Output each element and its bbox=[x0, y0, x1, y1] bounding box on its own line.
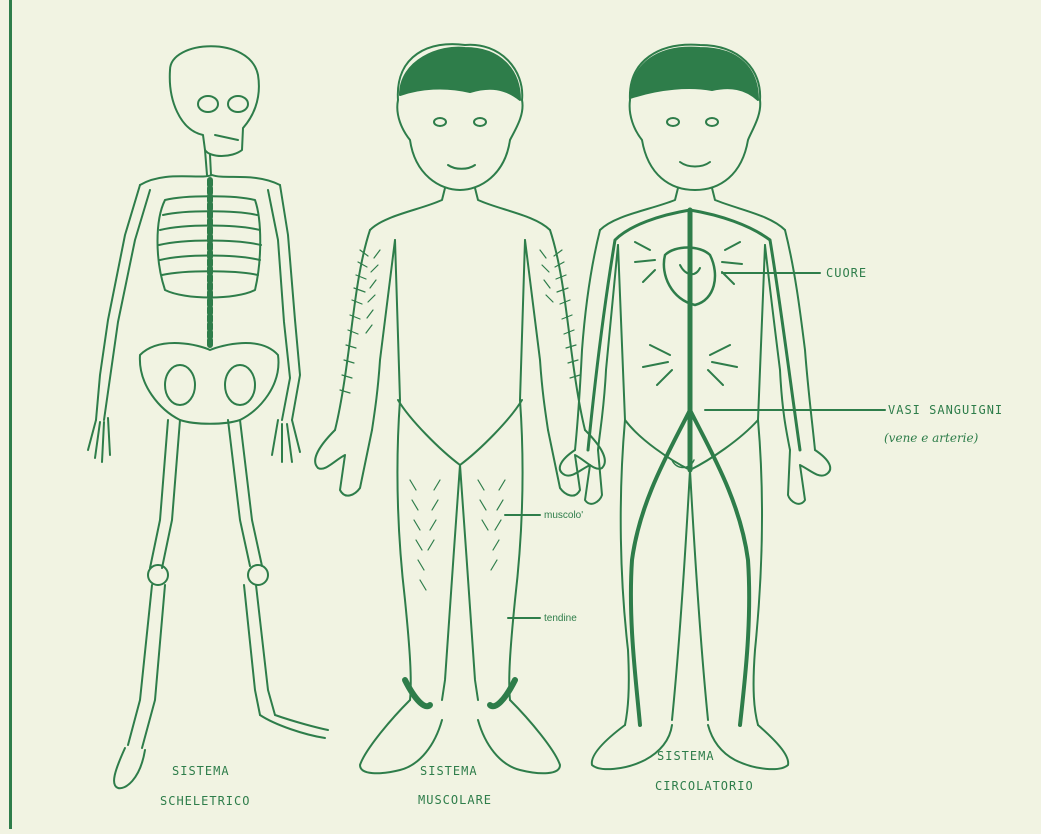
caption-muscular-line1: SISTEMA bbox=[420, 764, 478, 778]
caption-muscular-line2: MUSCOLARE bbox=[418, 793, 492, 807]
label-vessels-line2: (vene e arterie) bbox=[884, 431, 979, 445]
label-tendon: tendine bbox=[544, 613, 577, 624]
muscular-figure bbox=[315, 44, 605, 773]
circulatory-figure bbox=[560, 45, 885, 769]
skeleton-figure bbox=[88, 46, 328, 788]
label-muscle: muscolo' bbox=[544, 510, 583, 521]
left-border-rule bbox=[9, 0, 12, 829]
caption-skeletal-line2: SCHELETRICO bbox=[160, 794, 250, 808]
caption-skeletal-line1: SISTEMA bbox=[172, 764, 230, 778]
caption-circulatory-line1: SISTEMA bbox=[657, 749, 715, 763]
label-vessels-line1: VASI SANGUIGNI bbox=[888, 403, 1003, 417]
caption-circulatory-line2: CIRCOLATORIO bbox=[655, 779, 754, 793]
label-heart: CUORE bbox=[826, 266, 867, 280]
